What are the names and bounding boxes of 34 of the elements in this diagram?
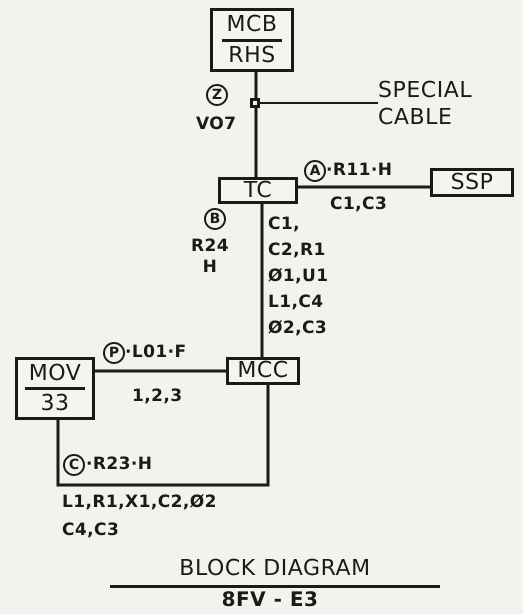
wire-label: C1,C3 [330,194,388,216]
circled-letter: P [103,342,125,364]
circled-letter: C [63,454,85,476]
cable-line [298,186,430,188]
block-box: MCC [226,357,300,385]
circled-letter: Z [206,84,228,106]
cable-line [254,72,258,177]
wire-label: C2,R1 [268,240,326,262]
wire-label: ·R23·H [86,454,152,476]
wire-label: C4,C3 [62,520,120,542]
leader-line [260,102,378,104]
callout-text: SPECIAL CABLE [378,76,498,132]
block-box: SSP [430,168,514,197]
wire-label: VO7 [196,114,236,136]
wire-label: 1,2,3 [132,386,183,408]
wire-label: ·R11·H [326,160,392,182]
drawing-number: 8FV - E3 [220,586,320,613]
cable-marker-box [250,98,260,108]
wire-label: L1,R1,X1,C2,Ø2 [62,492,217,514]
wire-label: Ø2,C3 [268,318,328,340]
wire-label: C1, [268,214,300,236]
circled-letter: A [304,160,326,182]
block-box: MCB RHS [210,8,294,72]
diagram-title: BLOCK DIAGRAM [110,552,440,588]
cable-line [260,204,264,357]
circled-letter: B [204,208,226,230]
block-box: MOV 33 [15,357,95,420]
wire-label: L1,C4 [268,292,324,314]
wire-label: Ø1,U1 [268,266,328,288]
wire-label: ·L01·F [125,342,187,364]
cable-line [56,385,270,486]
wire-label: R24 H [190,236,230,278]
block-box: TC [218,177,298,204]
cable-line [95,370,226,372]
